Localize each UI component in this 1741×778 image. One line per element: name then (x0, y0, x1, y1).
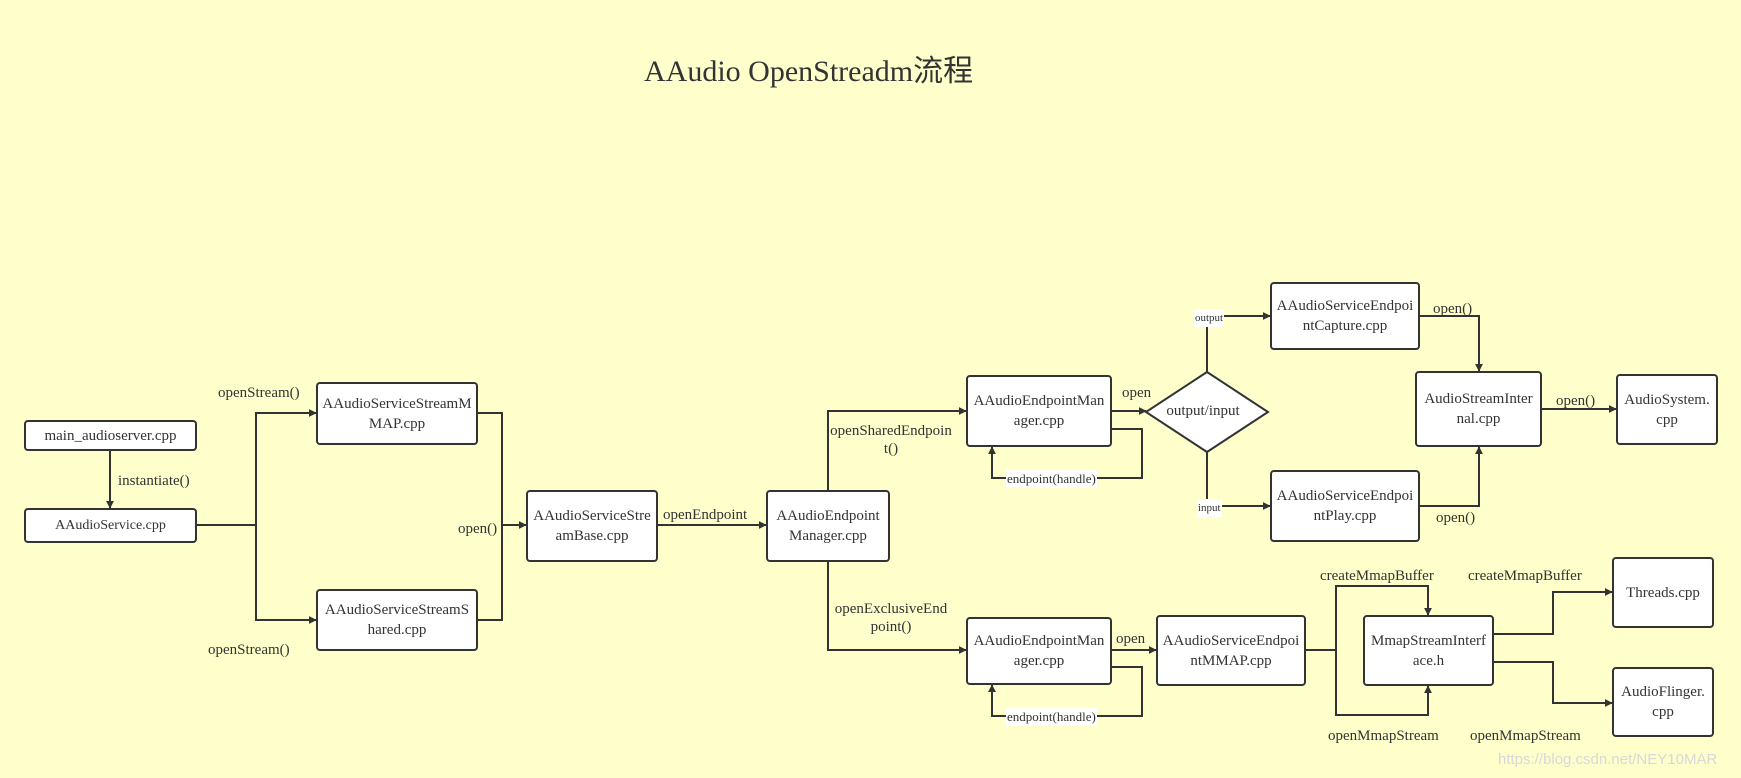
label-endpoint-handle-shared: endpoint(handle) (1006, 470, 1097, 488)
watermark: https://blog.csdn.net/NEY10MAR (1498, 751, 1718, 768)
node-audio-flinger: AudioFlinger.cpp (1612, 667, 1714, 737)
edge-open-mmap-base (478, 412, 527, 529)
edge-open-mmap-stream-right (1494, 661, 1613, 707)
edge-input (1206, 452, 1271, 510)
edge-open-exclusive-endpoint (827, 562, 967, 654)
node-stream-base: AAudioServiceStreamBase.cpp (526, 490, 658, 562)
node-endpoint-capture: AAudioServiceEndpointCapture.cpp (1270, 282, 1420, 350)
label-open-capture: open() (1433, 301, 1473, 317)
edge-open-play (1420, 446, 1483, 507)
label-input: input (1197, 499, 1222, 517)
node-endpoint-manager-main: AAudioEndpointManager.cpp (766, 490, 890, 562)
label-open-exclusive-endpoint: openExclusiveEndpoint() (834, 601, 948, 635)
label-open-system: open() (1556, 393, 1596, 409)
node-threads: Threads.cpp (1612, 557, 1714, 628)
node-endpoint-mmap: AAudioServiceEndpointMMAP.cpp (1156, 615, 1306, 686)
edge-openstream-shared (255, 525, 317, 624)
node-stream-mmap: AAudioServiceStreamMMAP.cpp (316, 382, 478, 445)
label-create-mmap-buffer-left: createMmapBuffer (1320, 568, 1434, 584)
edge-endpoint-handle-shared (988, 428, 1143, 479)
decision-label: output/input (1166, 403, 1240, 419)
label-open-shared-endpoint: openSharedEndpoint() (830, 423, 952, 457)
edge-open-shared-base (478, 525, 503, 621)
label-open-mmap-stream-left: openMmapStream (1328, 728, 1439, 744)
edge-open-mmap-stream-left (1335, 650, 1432, 716)
node-endpoint-play: AAudioServiceEndpointPlay.cpp (1270, 470, 1420, 542)
label-open-mmap-stream-right: openMmapStream (1470, 728, 1581, 744)
label-open-stream-bottom: openStream() (208, 642, 290, 658)
node-endpoint-manager-exclusive: AAudioEndpointManager.cpp (966, 617, 1112, 685)
label-open-endpoint: openEndpoint (663, 507, 748, 523)
node-mmap-interface: MmapStreamInterface.h (1363, 615, 1494, 686)
node-endpoint-manager-shared: AAudioEndpointManager.cpp (966, 375, 1112, 447)
edge-open-capture (1420, 315, 1483, 372)
label-output: output (1194, 309, 1225, 327)
node-audio-system: AudioSystem.cpp (1616, 374, 1718, 445)
node-main-audioserver: main_audioserver.cpp (24, 420, 197, 451)
edge-endpoint-handle-exclusive (988, 666, 1143, 717)
node-stream-shared: AAudioServiceStreamShared.cpp (316, 589, 478, 651)
label-endpoint-handle-exclusive: endpoint(handle) (1006, 708, 1097, 726)
label-open-play: open() (1436, 510, 1476, 526)
edge-create-mmap-buffer-left (1306, 585, 1432, 651)
node-stream-internal: AudioStreamInternal.cpp (1415, 371, 1542, 447)
decision-diamond (1144, 370, 1270, 454)
edge-open-shared-endpoint (827, 407, 967, 490)
label-open-base: open() (458, 521, 498, 537)
label-create-mmap-buffer-right: createMmapBuffer (1468, 568, 1582, 584)
label-open-exclusive: open (1116, 631, 1146, 647)
node-aaudio-service: AAudioService.cpp (24, 508, 197, 543)
edge-openstream-mmap (197, 409, 317, 526)
label-open-shared: open (1122, 385, 1152, 401)
diagram-title: AAudio OpenStreadm流程 (644, 55, 974, 88)
edge-create-mmap-buffer-right (1494, 588, 1613, 635)
label-instantiate: instantiate() (118, 473, 190, 489)
label-open-stream-top: openStream() (218, 385, 300, 401)
